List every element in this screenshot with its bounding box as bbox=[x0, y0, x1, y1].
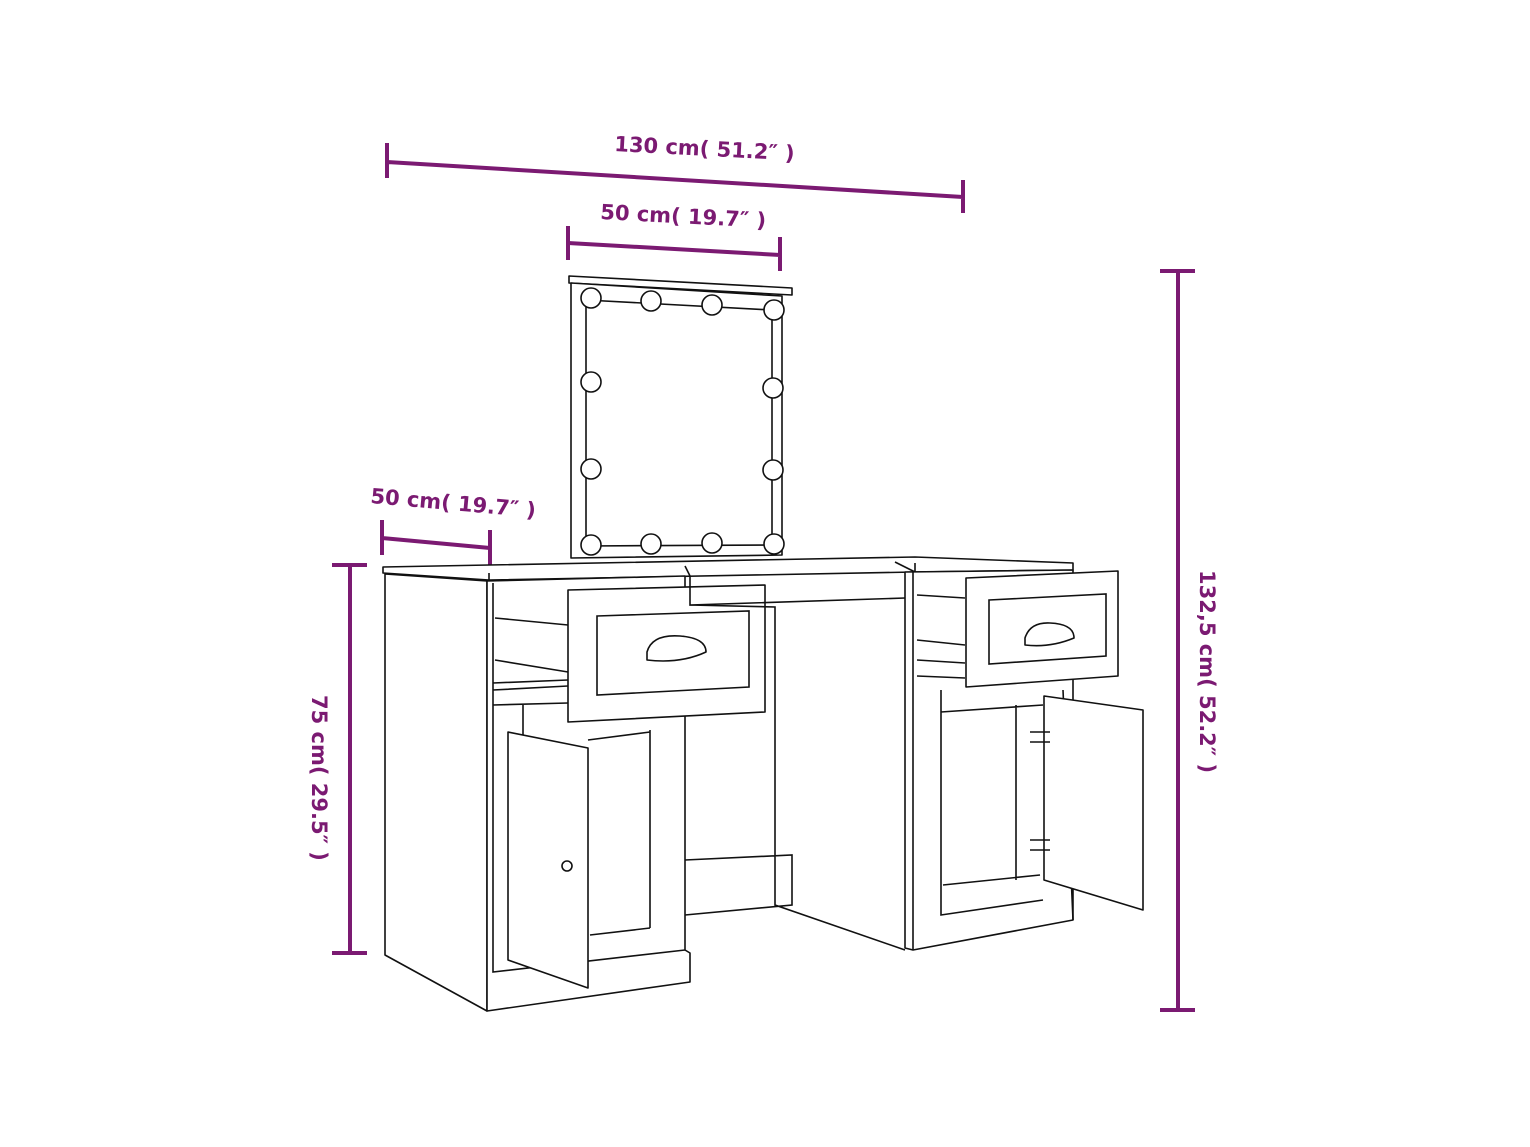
dim-desk-height: 75 cm( 29.5″ ) bbox=[307, 563, 367, 955]
dim-mirror-width: 50 cm( 19.7″ ) bbox=[566, 200, 782, 271]
knob-icon bbox=[561, 860, 573, 872]
vanity-desk-drawing bbox=[382, 275, 1144, 1012]
light-bulbs bbox=[580, 287, 785, 556]
mirror bbox=[568, 275, 793, 559]
label-desk-height: 75 cm( 29.5″ ) bbox=[307, 695, 331, 861]
dim-total-width: 130 cm( 51.2″ ) bbox=[385, 132, 965, 213]
dim-depth: 50 cm( 19.7″ ) bbox=[370, 484, 537, 565]
dim-total-height: 132,5 cm( 52.2″ ) bbox=[1160, 269, 1219, 1012]
label-total-width: 130 cm( 51.2″ ) bbox=[614, 132, 796, 165]
label-total-height: 132,5 cm( 52.2″ ) bbox=[1195, 570, 1219, 773]
label-depth: 50 cm( 19.7″ ) bbox=[370, 484, 537, 522]
label-mirror-width: 50 cm( 19.7″ ) bbox=[600, 200, 767, 233]
